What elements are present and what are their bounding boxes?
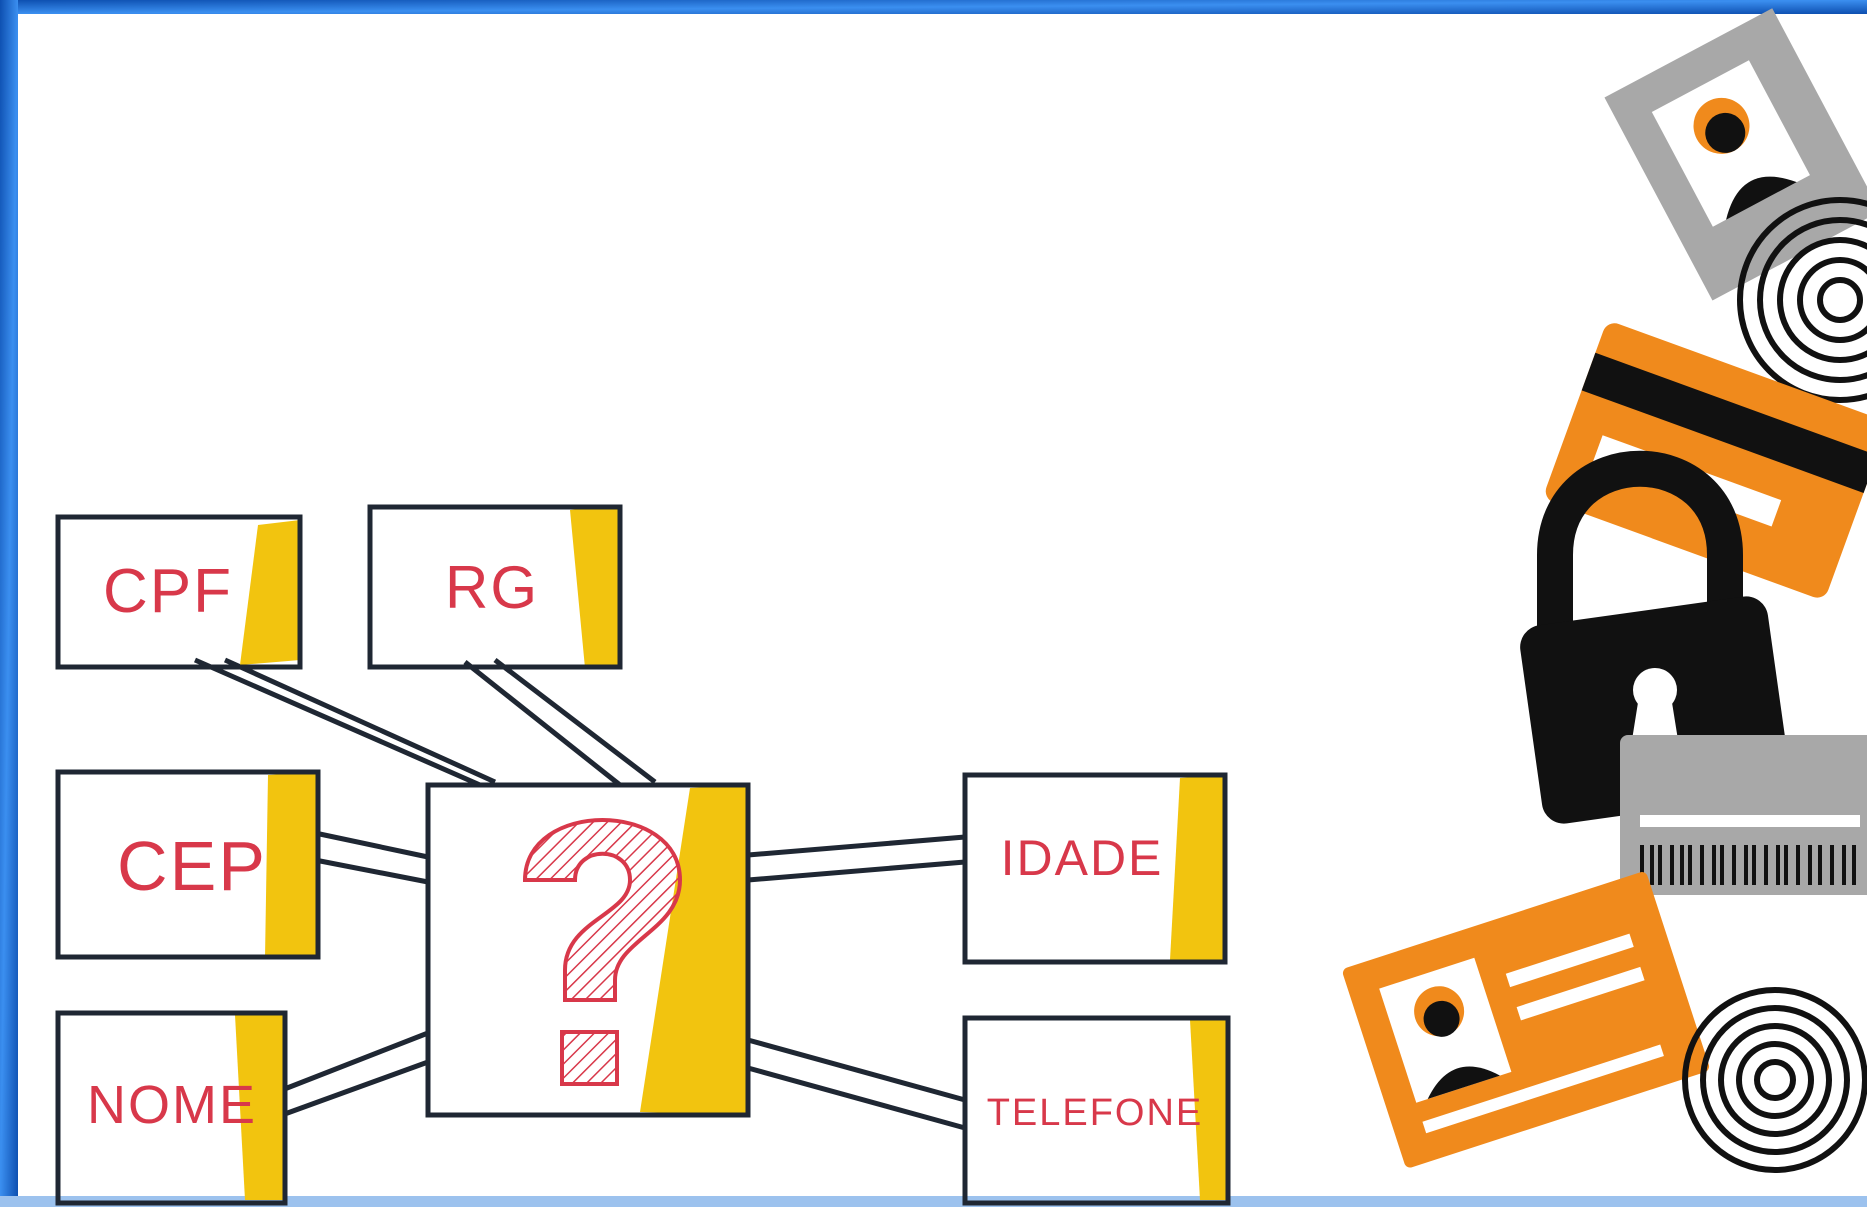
box-cep: CEP: [58, 772, 318, 958]
box-idade-label: IDADE: [1001, 830, 1164, 886]
box-rg-label: RG: [445, 554, 539, 621]
box-idade: IDADE: [965, 775, 1225, 962]
box-cpf-label: CPF: [103, 557, 233, 626]
box-rg: RG: [370, 505, 620, 668]
id-card-gray-icon: [1604, 8, 1867, 300]
fingerprint-icon: [1685, 990, 1865, 1170]
credit-card-icon: [1542, 320, 1867, 601]
box-nome-label: NOME: [87, 1075, 257, 1135]
box-nome: NOME: [58, 1013, 285, 1203]
box-cpf: CPF: [58, 517, 300, 667]
barcode-card-icon: [1620, 735, 1867, 895]
box-telefone-label: TELEFONE: [987, 1092, 1204, 1134]
security-illustration: [1341, 8, 1867, 1170]
box-telefone: TELEFONE: [965, 1018, 1228, 1203]
id-card-orange-icon: [1341, 870, 1710, 1169]
question-mark-icon: [525, 820, 680, 1000]
box-cep-label: CEP: [117, 827, 267, 905]
